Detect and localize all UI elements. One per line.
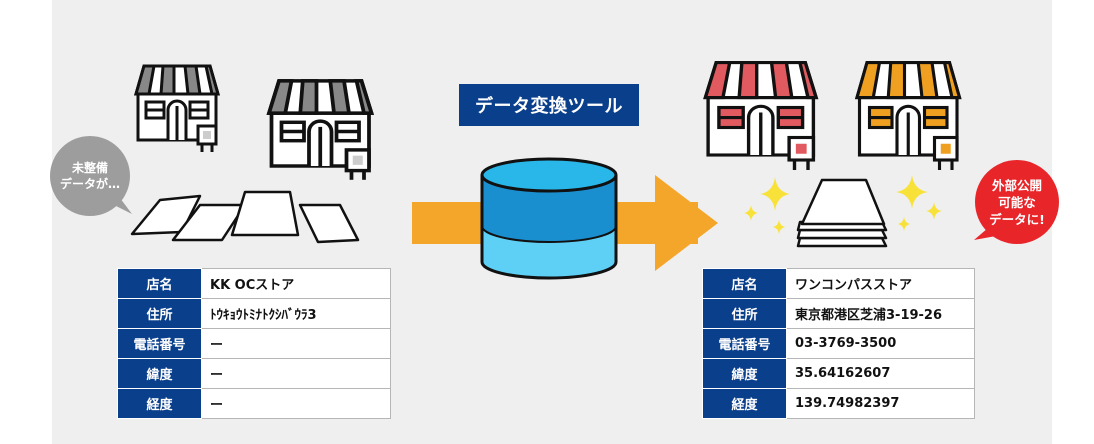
row-key: 住所	[117, 298, 202, 329]
row-value: ー	[201, 388, 391, 419]
row-value: ー	[201, 328, 391, 359]
sparkle-icon	[744, 175, 942, 234]
row-value: ー	[201, 358, 391, 389]
table-row: 店名 KK OCストア	[117, 268, 391, 299]
row-value: 03-3769-3500	[786, 328, 975, 359]
table-row: 電話番号 03-3769-3500	[702, 328, 975, 359]
row-key: 電話番号	[702, 328, 787, 359]
converted-store-table: 店名 ワンコンパスストア 住所 東京都港区芝浦3-19-26 電話番号 03-3…	[702, 268, 975, 419]
table-row: 経度 ー	[117, 388, 391, 419]
table-row: 緯度 ー	[117, 358, 391, 389]
table-row: 経度 139.74982397	[702, 388, 975, 419]
raw-store-table: 店名 KK OCストア 住所 ﾄｳｷｮｳﾄﾐﾅﾄｸｼﾊﾞｳﾗ3 電話番号 ー 緯…	[117, 268, 391, 419]
table-row: 緯度 35.64162607	[702, 358, 975, 389]
table-row: 住所 東京都港区芝浦3-19-26	[702, 298, 975, 329]
row-key: 経度	[117, 388, 202, 419]
stacked-papers-icon	[796, 178, 888, 248]
database-icon	[480, 157, 618, 280]
table-row: 電話番号 ー	[117, 328, 391, 359]
table-row: 店名 ワンコンパスストア	[702, 268, 975, 299]
row-value: 東京都港区芝浦3-19-26	[786, 298, 975, 329]
row-value: 35.64162607	[786, 358, 975, 389]
row-key: 店名	[702, 268, 787, 299]
row-key: 緯度	[702, 358, 787, 389]
row-key: 店名	[117, 268, 202, 299]
scattered-papers-icon	[130, 190, 360, 244]
store-icon-orange	[854, 60, 962, 170]
row-value: KK OCストア	[201, 268, 391, 299]
bubble-text: 未整備 データが…	[59, 161, 120, 191]
row-key: 住所	[702, 298, 787, 329]
unorganized-data-bubble: 未整備 データが…	[50, 136, 130, 216]
row-key: 経度	[702, 388, 787, 419]
row-value: 139.74982397	[786, 388, 975, 419]
store-icon-gray-1	[134, 64, 220, 154]
publishable-data-bubble: 外部公開 可能な データに!	[975, 160, 1059, 244]
store-icon-gray-2	[266, 79, 374, 182]
conversion-tool-label: データ変換ツール	[459, 84, 639, 126]
table-row: 住所 ﾄｳｷｮｳﾄﾐﾅﾄｸｼﾊﾞｳﾗ3	[117, 298, 391, 329]
row-value: ワンコンパスストア	[786, 268, 975, 299]
row-key: 電話番号	[117, 328, 202, 359]
row-key: 緯度	[117, 358, 202, 389]
bubble-text: 外部公開 可能な データに!	[989, 177, 1045, 227]
row-value: ﾄｳｷｮｳﾄﾐﾅﾄｸｼﾊﾞｳﾗ3	[201, 298, 391, 329]
store-icon-red	[703, 60, 819, 170]
